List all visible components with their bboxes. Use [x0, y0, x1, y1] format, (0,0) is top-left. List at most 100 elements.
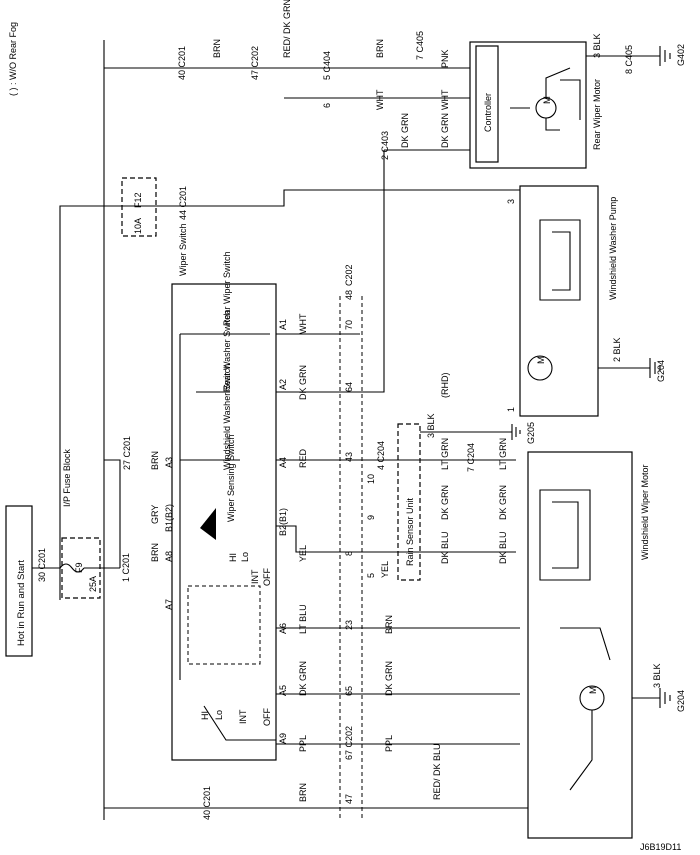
- pos-lo-2: Lo: [214, 710, 224, 720]
- fuse-f12-box: [121, 177, 157, 237]
- wire-yel-b2: [276, 525, 516, 553]
- wire-wht-1: WHT: [375, 89, 385, 110]
- ground-g205-symbol: [420, 424, 521, 440]
- wire-ltblu-label: LT BLU: [298, 604, 308, 634]
- diagram-code: J6B19D11: [640, 842, 681, 852]
- ground-g204-bottom: G204: [676, 690, 686, 712]
- c202-pin67: 67 C202: [344, 726, 354, 760]
- wire-brn-bottom: BRN: [298, 783, 308, 802]
- c202-pin23: 23: [344, 620, 354, 630]
- wiper-position-switch: [187, 585, 261, 665]
- fuse-f9-symbol: [32, 563, 120, 573]
- term-a3: A3: [164, 457, 174, 468]
- rain-dk-grn: DK GRN: [440, 485, 450, 520]
- c201-pin44: 44 C201: [178, 186, 188, 220]
- wire-dkgrn-a5-label: DK GRN: [298, 661, 308, 696]
- power-source-label: Hot in Run and Start: [16, 560, 27, 646]
- rain-lt-grn: LT GRN: [440, 438, 450, 470]
- wire-brn-top1: BRN: [212, 39, 222, 58]
- c201-pin40-bot: 40 C201: [202, 786, 212, 820]
- wire-dkgrn-a2: [276, 150, 385, 393]
- wire-red-dkgrn-top: RED/ DK GRN: [282, 0, 292, 58]
- main-rail: [59, 40, 105, 820]
- pos-hi-2: HI: [200, 711, 210, 720]
- pos-off: OFF: [262, 568, 272, 586]
- wire-dkgrn-a2-label: DK GRN: [298, 365, 308, 400]
- c405-pin7: 7 C405: [415, 31, 425, 60]
- rail-to-switch: [104, 459, 121, 568]
- rear-wiper-switch-label: Rear Wiper Switch: [222, 251, 232, 326]
- c405-label-right: 8 C405: [624, 45, 634, 74]
- wire-wht-2: WHT: [440, 89, 450, 110]
- ground-g402: G402: [676, 44, 686, 66]
- wire-brn-a6-label: BRN: [384, 615, 394, 634]
- wire-ppl-label: PPL: [298, 735, 308, 752]
- c201-pin27: 27 C201: [122, 436, 132, 470]
- c204-yel: YEL: [380, 561, 390, 578]
- pump-pin2-blk: 2 BLK: [612, 337, 622, 362]
- pump-pin3: 3: [506, 199, 516, 204]
- switch-contacts: [179, 333, 270, 680]
- fuse-f12-amp: 10A: [133, 218, 143, 234]
- c404-pin5: 5 C404: [322, 51, 332, 80]
- pos-off-2: OFF: [262, 708, 272, 726]
- ground-g204-top: G204: [656, 360, 666, 382]
- rain-dk-blu: DK BLU: [440, 531, 450, 564]
- c202-pin70: 70: [344, 320, 354, 330]
- c202-pin65: 65: [344, 686, 354, 696]
- motor-lt-grn: LT GRN: [498, 438, 508, 470]
- wire-red-dkblu-bottom: RED/ DK BLU: [432, 743, 442, 800]
- ground-g402-symbol: [659, 46, 671, 66]
- term-a9: A9: [278, 733, 288, 744]
- fuse-f9-amp: 25A: [88, 576, 98, 592]
- ws-washer-switch-label: Windshield Washer Switch: [222, 364, 232, 470]
- ground-g204-motor-symbol: [632, 688, 671, 708]
- term-a5: A5: [278, 685, 288, 696]
- term-a2: A2: [278, 379, 288, 390]
- c202-pin8: 8: [344, 551, 354, 556]
- c202-dashed-column: [339, 296, 363, 820]
- wiper-sensing-switch-label: Wiper Sensing Switch: [226, 434, 236, 522]
- wire-wht-a1-label: WHT: [298, 313, 308, 334]
- f12-wire: [104, 189, 520, 207]
- wire-pnk: PNK: [440, 49, 450, 68]
- rain-sensor-label: Rain Sensor Unit: [405, 497, 415, 566]
- c202-label-mid: C202: [344, 264, 354, 286]
- wire-yel-b2-label: YEL: [298, 545, 308, 562]
- wire-dkgrn-ctrl-label: DK GRN: [440, 113, 450, 148]
- ws-wiper-motor-box: [527, 451, 633, 839]
- washer-pump-m: M: [536, 356, 547, 364]
- ground-g205: G205: [526, 422, 536, 444]
- c201-pin30: 30 C201: [37, 548, 47, 582]
- c202-pin43: 43: [344, 452, 354, 462]
- motor-dk-grn: DK GRN: [498, 485, 508, 520]
- c202-pin47-bot: 47: [344, 794, 354, 804]
- wire-dkgrn-a5-label2: DK GRN: [384, 661, 394, 696]
- c201-pin40-top: 40 C201: [177, 46, 187, 80]
- ws-motor-internals: [539, 489, 611, 791]
- wire-brn-top2: BRN: [375, 39, 385, 58]
- controller-box: [475, 45, 499, 163]
- rear-wiper-motor-label: Rear Wiper Motor: [592, 79, 602, 150]
- c202-pin48: 48: [344, 290, 354, 300]
- rear-motor-m: M: [542, 96, 553, 104]
- ws-motor-m: M: [588, 686, 599, 694]
- washer-pump-internals: [539, 219, 581, 301]
- term-b2: B2(B1): [278, 508, 288, 536]
- wiper-switch-box: [171, 283, 277, 761]
- ws-motor-pin3-blk: 3 BLK: [652, 663, 662, 688]
- fuse-f9-label: F9: [74, 562, 84, 573]
- pump-pin1: 1: [506, 407, 516, 412]
- fuse-f12-label: F12: [133, 192, 143, 208]
- sensing-switch-symbol: [200, 508, 216, 540]
- rear-motor-internals: [510, 67, 581, 131]
- rain-pin3-blk: 3 BLK: [426, 413, 436, 438]
- wire-ppl-label2: PPL: [384, 735, 394, 752]
- rear-washer-switch-label: Rear Washer Switch: [222, 310, 232, 392]
- wire-gry-label: GRY: [150, 505, 160, 524]
- wire-brn-a3-label: BRN: [150, 451, 160, 470]
- legend-wo-rear-fog: ( ) : W/O Rear Fog: [8, 22, 18, 96]
- c202-pin47-top: 47 C202: [250, 46, 260, 80]
- c204-pin10: 10: [366, 474, 376, 484]
- c204-pin5: 5: [366, 573, 376, 578]
